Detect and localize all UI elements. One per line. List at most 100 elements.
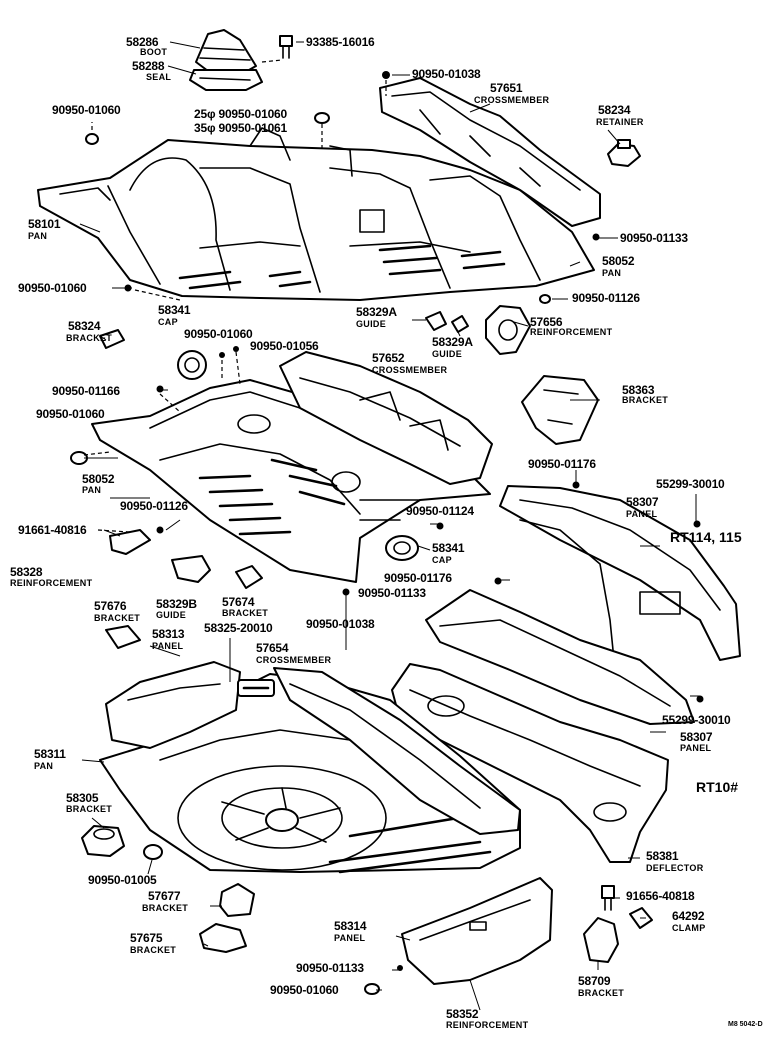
deflector-panel [391, 663, 669, 863]
label-crossmember-57654: CROSSMEMBER [256, 655, 332, 665]
label-panel-58307-a: PANEL [626, 509, 658, 519]
label-diagram-code: M8 5042-D [728, 1021, 763, 1028]
label-bracket-58709: BRACKET [578, 988, 625, 998]
label-rt10: RT10# [696, 779, 739, 795]
label-90950-01124: 90950-01124 [406, 504, 474, 518]
bottom-brackets [199, 883, 255, 953]
label-57674: 57674 [222, 595, 255, 609]
rear-side-parts [105, 661, 521, 835]
label-58709: 58709 [578, 974, 611, 988]
bracket-58305 [81, 825, 163, 860]
label-91656-40818: 91656-40818 [626, 889, 695, 903]
label-reinforcement-58328: REINFORCEMENT [10, 578, 93, 588]
leader-lines [79, 41, 700, 1011]
label-57677: 57677 [148, 889, 181, 903]
label-58329A-b: 58329A [432, 335, 473, 349]
label-93385-16016: 93385-16016 [306, 35, 375, 49]
label-pan-58052-b: PAN [82, 485, 102, 495]
rear-panel-lower [425, 589, 695, 725]
label-90950-01126-b: 90950-01126 [120, 499, 188, 513]
label-90950-01060-d: 90950-01060 [36, 407, 105, 421]
label-guide-b: GUIDE [432, 349, 463, 359]
label-bracket-58363: BRACKET [622, 395, 669, 405]
label-panel-58307-b: PANEL [680, 743, 712, 753]
label-55299-30010-a: 55299-30010 [656, 477, 725, 491]
label-90950-01060-c: 90950-01060 [184, 327, 253, 341]
label-90950-01056: 90950-01056 [250, 339, 319, 353]
crossmember-57651 [379, 77, 601, 227]
bolt-part [261, 35, 293, 63]
label-57652: 57652 [372, 351, 405, 365]
label-90950-01176-b: 90950-01176 [384, 571, 452, 585]
label-90950-01133-c: 90950-01133 [296, 961, 364, 975]
label-58341-b: 58341 [432, 541, 465, 555]
label-90950-01038-top: 90950-01038 [412, 67, 481, 81]
rear-panel-upper [499, 485, 741, 661]
label-25phi: 25φ 90950-01060 [194, 107, 288, 121]
label-crossmember-57652: CROSSMEMBER [372, 365, 448, 375]
label-guide-58329B: GUIDE [156, 610, 187, 620]
guide-parts [425, 305, 531, 355]
label-rt114-115: RT114, 115 [670, 529, 742, 545]
label-bracket-58305: BRACKET [66, 804, 113, 814]
label-58286: 58286 [126, 35, 159, 49]
label-90950-01005: 90950-01005 [88, 873, 157, 887]
label-58052-a: 58052 [602, 254, 635, 268]
label-90950-01060-e: 90950-01060 [270, 983, 339, 997]
label-deflector: DEFLECTOR [646, 863, 704, 873]
label-cap-b: CAP [432, 555, 452, 565]
label-58363: 58363 [622, 383, 655, 397]
label-bracket-57675: BRACKET [130, 945, 177, 955]
label-58307-b: 58307 [680, 730, 713, 744]
label-58381: 58381 [646, 849, 679, 863]
label-58101: 58101 [28, 217, 61, 231]
front-floor-pan [37, 127, 595, 301]
label-57676: 57676 [94, 599, 127, 613]
label-90950-01166: 90950-01166 [52, 384, 120, 398]
label-90950-01126-a: 90950-01126 [572, 291, 640, 305]
label-58352: 58352 [446, 1007, 479, 1021]
bottom-right-parts [583, 885, 653, 963]
label-bracket-57674: BRACKET [222, 608, 269, 618]
label-58307-a: 58307 [626, 495, 659, 509]
label-58328: 58328 [10, 565, 43, 579]
label-57654: 57654 [256, 641, 289, 655]
label-reinforcement-58352: REINFORCEMENT [446, 1020, 529, 1030]
label-64292: 64292 [672, 909, 705, 923]
label-bracket-58324: BRACKET [66, 333, 113, 343]
label-pan-58052-a: PAN [602, 268, 622, 278]
label-cap-a: CAP [158, 317, 178, 327]
label-pan-58311: PAN [34, 761, 54, 771]
label-35phi: 35φ 90950-01061 [194, 121, 288, 135]
boot-part [189, 29, 263, 91]
label-58329A-a: 58329A [356, 305, 397, 319]
label-bracket-57677: BRACKET [142, 903, 189, 913]
label-90950-01060-b: 90950-01060 [18, 281, 87, 295]
label-90950-01038-b: 90950-01038 [306, 617, 375, 631]
label-retainer: RETAINER [596, 117, 644, 127]
label-58052-b: 58052 [82, 472, 115, 486]
label-90950-01133-a: 90950-01133 [620, 231, 688, 245]
label-58311: 58311 [34, 747, 66, 761]
bracket-58363 [521, 375, 599, 445]
label-58305: 58305 [66, 791, 99, 805]
label-58325-20010: 58325-20010 [204, 621, 273, 635]
label-panel-58314: PANEL [334, 933, 366, 943]
label-58324: 58324 [68, 319, 101, 333]
grommet-parts-upper [85, 71, 600, 304]
label-58288: 58288 [132, 59, 165, 73]
label-boot: BOOT [140, 47, 168, 57]
label-clamp: CLAMP [672, 923, 706, 933]
label-91661-40816: 91661-40816 [18, 523, 87, 537]
label-58329B: 58329B [156, 597, 197, 611]
label-panel-58313: PANEL [152, 641, 184, 651]
label-57656: 57656 [530, 315, 563, 329]
label-58341-a: 58341 [158, 303, 191, 317]
label-90950-01176-a: 90950-01176 [528, 457, 596, 471]
label-crossmember-57651: CROSSMEMBER [474, 95, 550, 105]
label-bracket-57676: BRACKET [94, 613, 141, 623]
crossmember-57652 [279, 351, 493, 485]
label-58234: 58234 [598, 103, 631, 117]
